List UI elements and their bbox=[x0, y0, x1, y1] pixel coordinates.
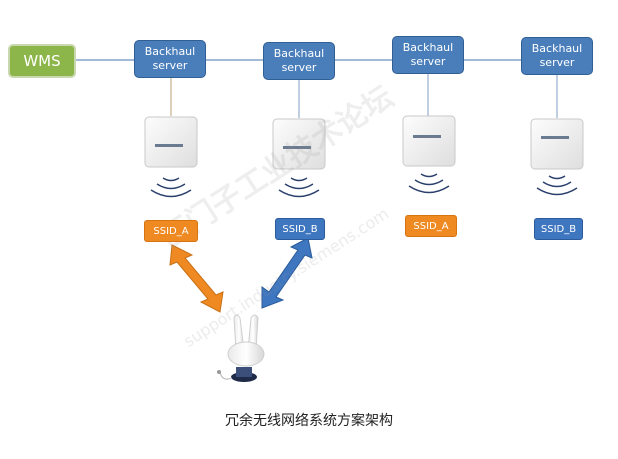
access-point-2 bbox=[272, 118, 326, 170]
backhaul-server-3: Backhaul server bbox=[392, 36, 464, 74]
server-label-line2: server bbox=[410, 55, 446, 68]
ssid-label: SSID_B bbox=[282, 223, 318, 235]
server-label-line2: server bbox=[152, 59, 188, 72]
backhaul-server-2: Backhaul server bbox=[263, 42, 335, 80]
client-antenna bbox=[217, 314, 265, 382]
arrow-ssid-b bbox=[261, 237, 313, 309]
ssid-label: SSID_A bbox=[413, 220, 449, 232]
arrow-ssid-a bbox=[169, 244, 224, 313]
wms-node: WMS bbox=[8, 44, 76, 78]
server-label-line1: Backhaul bbox=[531, 42, 583, 55]
ssid-badge-2: SSID_B bbox=[275, 218, 325, 240]
backhaul-server-4: Backhaul server bbox=[521, 37, 593, 75]
server-label-line1: Backhaul bbox=[144, 45, 196, 58]
radio-waves-4 bbox=[536, 175, 578, 196]
ssid-badge-3: SSID_A bbox=[405, 215, 457, 237]
diagram-caption: 冗余无线网络系统方案架构 bbox=[225, 413, 393, 429]
radio-waves-2 bbox=[278, 177, 320, 198]
access-point-4 bbox=[530, 118, 584, 170]
wms-label: WMS bbox=[23, 52, 61, 70]
access-point-3 bbox=[402, 115, 456, 167]
ssid-label: SSID_A bbox=[153, 225, 189, 237]
server-label-line2: server bbox=[281, 61, 317, 74]
radio-waves-1 bbox=[150, 177, 192, 198]
server-label-line2: server bbox=[539, 56, 575, 69]
ssid-label: SSID_B bbox=[540, 223, 577, 235]
server-label-line1: Backhaul bbox=[402, 41, 454, 54]
access-point-1 bbox=[144, 116, 198, 168]
server-label-line1: Backhaul bbox=[273, 47, 325, 60]
backhaul-server-1: Backhaul server bbox=[134, 40, 206, 78]
radio-waves-3 bbox=[408, 173, 450, 194]
ssid-badge-1: SSID_A bbox=[144, 220, 198, 242]
ssid-badge-4: SSID_B bbox=[534, 218, 583, 240]
